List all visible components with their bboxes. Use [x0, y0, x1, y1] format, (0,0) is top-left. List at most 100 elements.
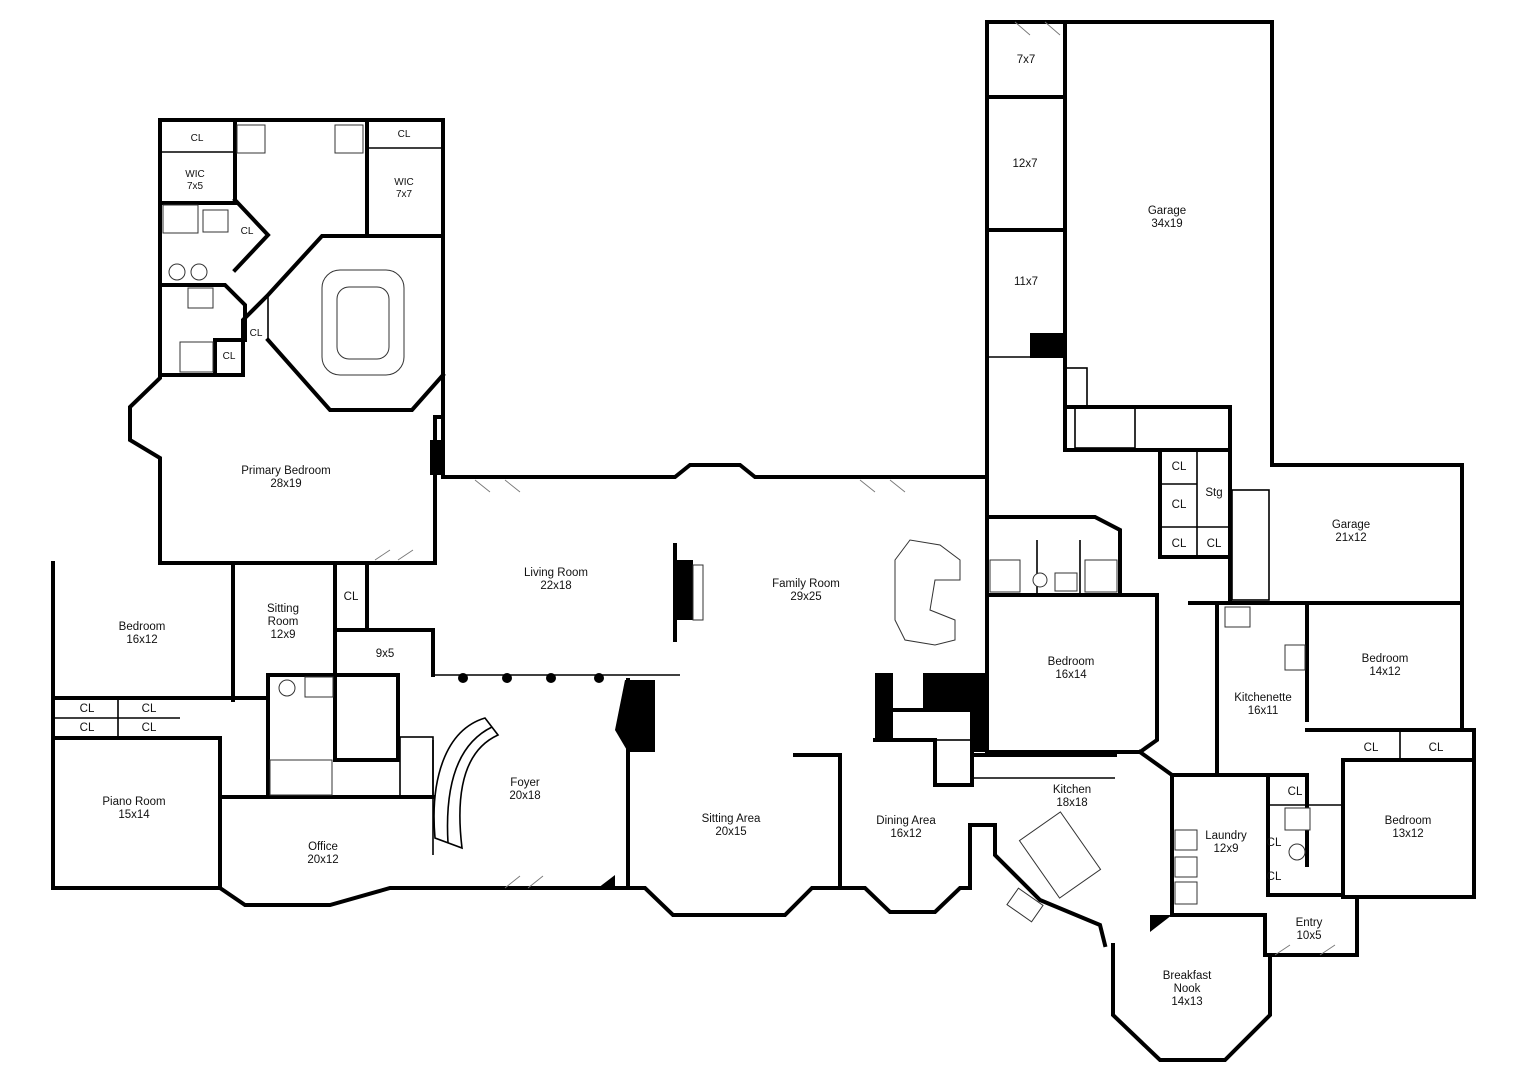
- kitchenette-label: Kitchenette: [1234, 692, 1292, 704]
- office-size: 20x12: [307, 854, 338, 866]
- primary-bath-lower: [158, 283, 247, 377]
- toilet-2: [190, 263, 208, 281]
- shower-2: [179, 341, 214, 373]
- kitchen-counter-wall: [968, 823, 1108, 948]
- stair-garage: [1231, 489, 1270, 601]
- laundry-sink: [1174, 829, 1198, 851]
- primary-cl-label: CL: [191, 133, 204, 144]
- vanity-2: [334, 124, 364, 154]
- breakfast-size: 14x13: [1171, 996, 1202, 1008]
- living-room-label: Living Room: [524, 567, 588, 579]
- fireplace: [675, 560, 693, 620]
- kitchen-size: 18x18: [1056, 797, 1087, 809]
- foyer-corner: [598, 875, 615, 888]
- sitting-room-label2: Room: [268, 616, 299, 628]
- column-1: [458, 673, 468, 683]
- primary-bedroom-size: 28x19: [270, 478, 301, 490]
- garage2-size: 21x12: [1335, 532, 1366, 544]
- door-swing: [1014, 21, 1061, 36]
- sitting-room-size: 12x9: [271, 629, 296, 641]
- column-3: [546, 673, 556, 683]
- garage-chimney: [1030, 333, 1065, 358]
- office-label: Office: [308, 841, 338, 853]
- tub-room-walls: [265, 337, 446, 412]
- primary-bedroom-walls: [158, 415, 445, 565]
- cl-b-label: CL: [142, 703, 157, 715]
- family-room-label: Family Room: [772, 578, 840, 590]
- bath-cl3-label: CL: [223, 351, 236, 362]
- sitting-cl-label: CL: [344, 591, 359, 603]
- stair-kitchen: [934, 739, 973, 786]
- west-wing-outer: [51, 561, 630, 907]
- nine-by-five: [333, 628, 435, 677]
- dining-bay: [838, 886, 972, 914]
- sitting-area-label: Sitting Area: [702, 813, 761, 825]
- primary-bath-inner: [232, 197, 271, 273]
- breakfast-label2: Nook: [1174, 983, 1201, 995]
- family-bar: [894, 539, 961, 646]
- door-swing: [374, 549, 414, 561]
- bath-se-sink: [1284, 807, 1311, 831]
- bedroom-se-size: 13x12: [1392, 828, 1423, 840]
- foyer-label: Foyer: [510, 777, 540, 789]
- bath-se-toilet: [1288, 843, 1306, 861]
- garage1-size: 34x19: [1151, 218, 1182, 230]
- entry-size: 10x5: [1297, 930, 1322, 942]
- column-2: [502, 673, 512, 683]
- bedroom-e-label: Bedroom: [1362, 653, 1409, 665]
- cl-h-label: CL: [1207, 538, 1222, 550]
- cl-c-label: CL: [80, 722, 95, 734]
- storage-11x7-label: 11x7: [1014, 276, 1038, 288]
- kitchen-label: Kitchen: [1053, 784, 1091, 796]
- cl-j-label: CL: [1429, 742, 1444, 754]
- primary-suite-walls: [128, 118, 162, 565]
- laundry-dryer: [1174, 881, 1198, 905]
- powder-toilet: [278, 679, 296, 697]
- curved-stair: [433, 717, 500, 850]
- entry-label: Entry: [1296, 917, 1323, 929]
- primary-bedroom-label: Primary Bedroom: [241, 465, 330, 477]
- garage2-label: Garage: [1332, 519, 1370, 531]
- breakfast-bay: [1111, 943, 1272, 1062]
- toilet-1: [168, 263, 186, 281]
- sitting-area-size: 20x15: [715, 826, 746, 838]
- curved-stair-rail: [446, 726, 493, 844]
- entry-walls: [1170, 895, 1359, 957]
- room-labels: Primary Bedroom 28x19 Bedroom 16x12 Sitt…: [80, 54, 1444, 1008]
- bedroom-c-size: 16x14: [1055, 669, 1087, 681]
- kitchenette-range: [1284, 644, 1306, 671]
- sink-1: [202, 209, 229, 233]
- garage1-label: Garage: [1148, 205, 1186, 217]
- laundry-corner: [1150, 915, 1172, 932]
- stairs: [399, 367, 1270, 850]
- vanity-1: [236, 124, 266, 154]
- mudroom-stair: [1063, 358, 1232, 452]
- bedroom-e-bottom: [1305, 728, 1476, 899]
- stair-mudroom2: [1064, 367, 1088, 409]
- column-4: [594, 673, 604, 683]
- bedroom-w-size: 16x12: [126, 634, 157, 646]
- solid-elements: [430, 333, 1172, 932]
- cl-a-label: CL: [80, 703, 95, 715]
- primary-closet-block: [430, 440, 442, 475]
- bath-c-toilet: [1032, 572, 1048, 588]
- kitchenette-sink: [1224, 606, 1251, 628]
- powder-tub: [269, 759, 333, 796]
- island: [1018, 811, 1102, 899]
- bedroom-se-label: Bedroom: [1385, 815, 1432, 827]
- kitchen-column: [972, 710, 988, 752]
- cl-k-label: CL: [1288, 786, 1303, 798]
- sitting-room-label1: Sitting: [267, 603, 299, 615]
- door-swing: [474, 479, 521, 493]
- wic2-size: 7x7: [396, 189, 413, 200]
- nine-by-five-label: 9x5: [376, 648, 395, 660]
- piano-room-label: Piano Room: [102, 796, 165, 808]
- sink-2: [187, 287, 214, 309]
- east-block-outer: [985, 20, 1464, 605]
- bedroom-c-label: Bedroom: [1048, 656, 1095, 668]
- stair-mudroom: [1074, 407, 1136, 449]
- kitchenette-walls: [1188, 601, 1309, 722]
- dining-area-label: Dining Area: [876, 815, 936, 827]
- wic2-cl-label: CL: [398, 129, 411, 140]
- kitchen-sink: [1006, 887, 1044, 923]
